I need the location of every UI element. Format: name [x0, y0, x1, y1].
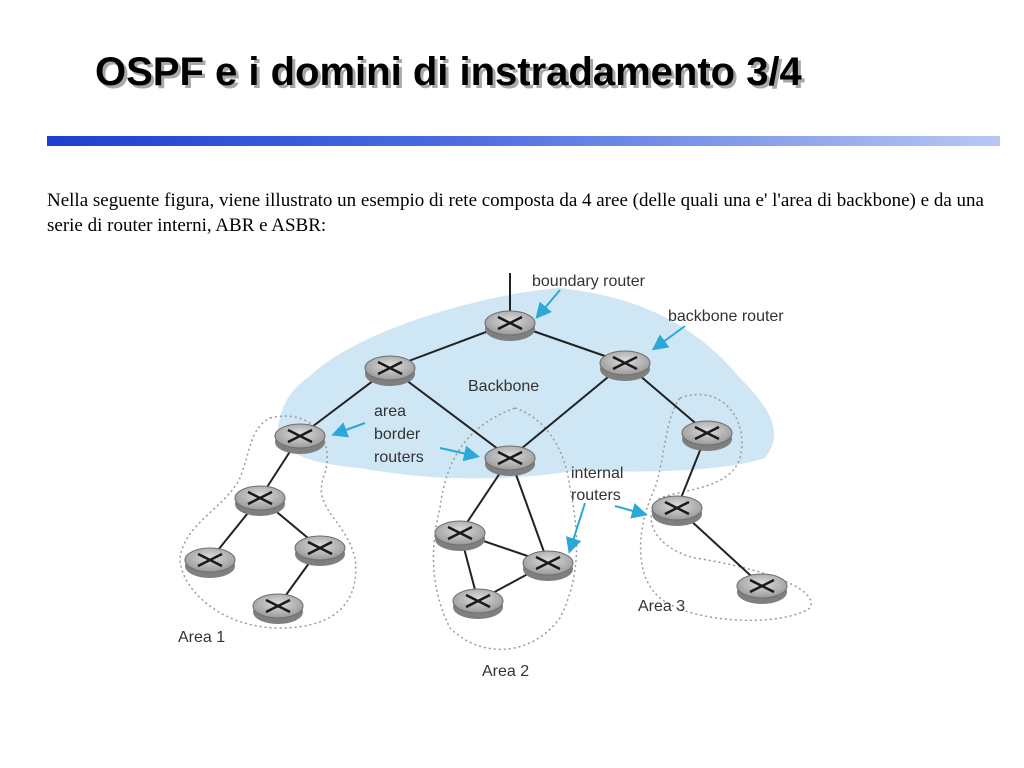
label-boundary-router: boundary router — [532, 273, 646, 290]
router-icon — [294, 535, 346, 566]
title-rule — [47, 136, 1000, 146]
diagram-canvas: boundary router backbone router Backbone… — [178, 273, 812, 680]
router-icon — [434, 520, 486, 551]
router-icon — [452, 588, 504, 619]
pointer-arrow-icon — [331, 422, 366, 438]
router-icon — [522, 550, 574, 581]
ospf-area-diagram: boundary router backbone router Backbone… — [160, 258, 840, 698]
label-backbone: Backbone — [468, 378, 539, 395]
router-icon — [184, 547, 236, 578]
routers — [184, 310, 788, 624]
label-backbone-router: backbone router — [668, 308, 784, 325]
label-area3: Area 3 — [638, 598, 685, 615]
backbone-region — [278, 288, 775, 479]
router-icon — [599, 350, 651, 381]
router-icon — [651, 495, 703, 526]
pointer-arrow-icon — [651, 325, 686, 351]
area1-outline — [179, 415, 357, 629]
router-icon — [234, 485, 286, 516]
label-area1: Area 1 — [178, 629, 225, 646]
pointer-arrows — [331, 289, 686, 554]
pointer-arrow-icon — [614, 503, 648, 519]
area2-outline — [432, 407, 578, 650]
label-area2: Area 2 — [482, 663, 529, 680]
label-internal-line2: routers — [571, 487, 621, 504]
router-icon — [364, 355, 416, 386]
intro-paragraph: Nella seguente figura, viene illustrato … — [47, 190, 984, 236]
slide-title: OSPF e i domini di instradamento 3/4 — [95, 50, 802, 94]
label-abr-line1: area — [374, 403, 406, 420]
router-icon — [274, 423, 326, 454]
router-icon — [484, 310, 536, 341]
router-icon — [484, 445, 536, 476]
router-icon — [736, 573, 788, 604]
pointer-arrow-icon — [566, 502, 586, 554]
router-icon — [681, 420, 733, 451]
label-abr-line2: border — [374, 426, 421, 443]
pointer-arrow-icon — [439, 445, 480, 462]
label-abr-line3: routers — [374, 449, 424, 466]
router-icon — [252, 593, 304, 624]
label-internal-line1: internal — [571, 465, 623, 482]
pointer-arrow-icon — [535, 289, 561, 320]
